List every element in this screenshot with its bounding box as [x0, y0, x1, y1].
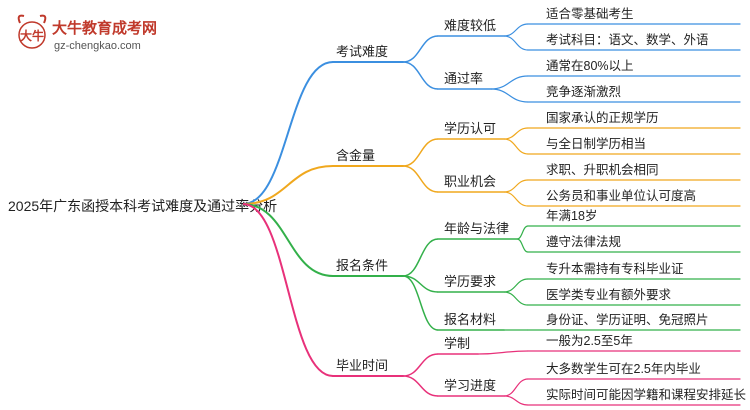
sub-label: 学制	[444, 336, 470, 351]
logo-url: gz-chengkao.com	[54, 40, 141, 52]
sub-label: 学习进度	[444, 378, 496, 393]
logo-title: 大牛教育成考网	[52, 19, 157, 37]
branch-label: 报名条件	[336, 258, 388, 273]
leaf-label: 与全日制学历相当	[546, 136, 646, 151]
branch-edge	[242, 203, 334, 377]
leaf-edge	[503, 127, 529, 140]
leaf-edge	[503, 138, 529, 155]
leaf-edge	[503, 35, 529, 51]
branch-label: 考试难度	[336, 44, 388, 59]
sub-label: 难度较低	[444, 18, 496, 33]
leaf-edge	[478, 350, 529, 355]
sub-edge	[402, 61, 439, 90]
sub-edge	[402, 353, 439, 377]
branch-edge	[242, 165, 334, 205]
edges	[242, 23, 741, 406]
leaf-edge	[516, 238, 529, 253]
leaf-edge	[503, 191, 529, 207]
leaf-label: 医学类专业有额外要求	[546, 287, 672, 302]
leaf-edge	[503, 395, 529, 406]
leaf-label: 考试科目：语文、数学、外语	[546, 32, 709, 47]
bull-logo-icon: 大牛	[17, 14, 47, 49]
leaf-edge	[503, 179, 529, 193]
sub-edge	[402, 375, 439, 397]
sub-edge	[402, 35, 439, 63]
root-topic: 2025年广东函授本科考试难度及通过率分析	[8, 198, 277, 214]
sub-edge	[402, 238, 439, 277]
leaf-label: 国家承认的正规学历	[546, 110, 659, 125]
leaf-label: 求职、升职机会相同	[546, 163, 659, 177]
leaf-edge	[491, 75, 529, 90]
leaf-label: 大多数学生可在2.5年内毕业	[546, 361, 701, 376]
leaf-label: 通常在80%以上	[546, 59, 634, 73]
leaf-label: 身份证、学历证明、免冠照片	[546, 312, 709, 327]
leaf-edge	[503, 278, 529, 293]
leaf-label: 遵守法律法规	[546, 234, 621, 249]
sub-edge	[402, 138, 439, 167]
sub-label: 学历要求	[444, 274, 496, 289]
sub-label: 报名材料	[444, 312, 496, 327]
leaf-edge	[516, 225, 529, 240]
leaf-label: 一般为2.5至5年	[546, 333, 633, 348]
sub-label: 年龄与法律	[444, 221, 509, 236]
leaf-label: 年满18岁	[546, 208, 597, 223]
leaf-label: 公务员和事业单位认可度高	[546, 188, 696, 203]
leaf-label: 实际时间可能因学籍和课程安排延长	[546, 387, 747, 402]
sub-edge	[402, 275, 439, 331]
sub-edge	[402, 165, 439, 193]
branch-edge	[242, 61, 334, 205]
sub-label: 通过率	[444, 71, 483, 86]
leaf-edge	[503, 23, 529, 37]
branch-edge	[242, 203, 334, 277]
leaf-edge	[503, 378, 529, 397]
leaf-edge	[503, 291, 529, 306]
leaf-label: 竞争逐渐激烈	[546, 85, 621, 99]
branch-label: 含金量	[336, 148, 375, 163]
leaf-label: 专升本需持有专科毕业证	[546, 261, 684, 276]
leaf-edge	[491, 88, 529, 103]
logo: 大牛 大牛教育成考网 gz-chengkao.com	[17, 14, 157, 52]
logo-mark-text: 大牛	[20, 28, 44, 43]
branch-label: 毕业时间	[336, 358, 388, 373]
sub-label: 学历认可	[444, 121, 496, 136]
leaf-label: 适合零基础考生	[546, 6, 634, 21]
sub-label: 职业机会	[444, 174, 496, 189]
